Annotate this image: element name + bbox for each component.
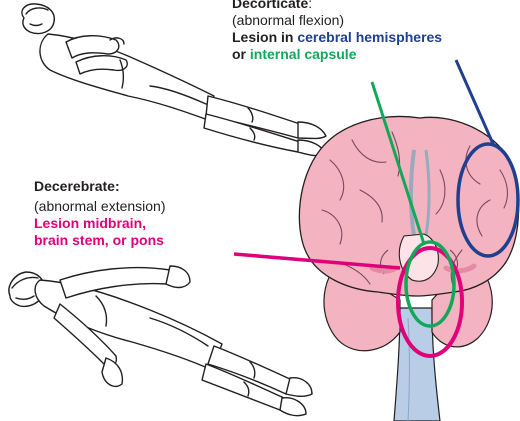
decerebrate-posture-figure (9, 266, 312, 416)
decorticate-title-colon: : (308, 0, 312, 11)
decorticate-lesion-line-2: or internal capsule (232, 46, 442, 63)
decerebrate-lesion-line-2: brain stem, or pons (34, 232, 166, 249)
decorticate-title: Decorticate (232, 0, 308, 11)
decerebrate-lesion-line-1: Lesion midbrain, (34, 215, 166, 232)
internal-capsule-text: internal capsule (250, 46, 357, 62)
decorticate-label: Decorticate: (abnormal flexion) Lesion i… (232, 0, 442, 63)
decorticate-subtitle: (abnormal flexion) (232, 12, 442, 29)
decerebrate-title: Decerebrate: (34, 178, 166, 195)
decorticate-title-line: Decorticate: (232, 0, 442, 12)
decorticate-lesion-connector: or (232, 46, 250, 62)
cerebral-hemispheres-text: cerebral hemispheres (297, 29, 442, 45)
decorticate-lesion-line-1: Lesion in cerebral hemispheres (232, 29, 442, 46)
decerebrate-label: Decerebrate: (abnormal extension) Lesion… (34, 178, 166, 249)
decerebrate-subtitle: (abnormal extension) (34, 198, 166, 215)
decorticate-lesion-prefix: Lesion in (232, 29, 297, 45)
